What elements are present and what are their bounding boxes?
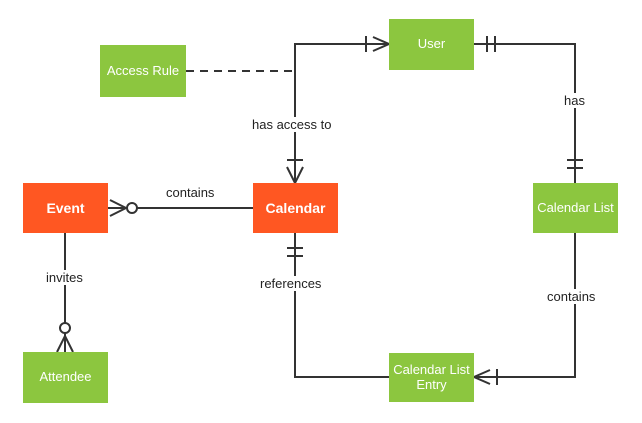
cardinality-exactly-one-user-right (486, 36, 496, 52)
cardinality-zero-or-many-attendee-top (56, 322, 74, 353)
cardinality-exactly-one-calendar-list-top (567, 159, 583, 169)
entity-label-calendar-list: Calendar List (537, 199, 614, 215)
entity-label-access-rule: Access Rule (106, 62, 180, 78)
connector-event-contains-calendar (108, 199, 253, 217)
cardinality-zero-or-many-event-right (109, 199, 138, 217)
connector-user-has-access-to-calendar (286, 36, 392, 186)
entity-calendar-list[interactable]: Calendar List (533, 183, 618, 233)
relationship-label-has: has (561, 93, 588, 108)
connector-user-has-calendar-list (474, 36, 583, 183)
entity-attendee[interactable]: Attendee (23, 352, 108, 403)
entity-user[interactable]: User (389, 19, 474, 70)
entity-label-attendee: Attendee (39, 369, 92, 385)
connector-calendar-list-contains-entry (471, 233, 576, 385)
cardinality-exactly-one-calendar-bottom (287, 247, 303, 257)
relationship-label-has-access-to: has access to (249, 117, 335, 132)
connector-event-invites-attendee (56, 233, 74, 353)
entity-label-event: Event (46, 199, 85, 216)
relationship-label-contains-calendar-list: contains (544, 289, 599, 304)
entity-label-user: User (417, 36, 446, 52)
relationship-label-invites: invites (43, 270, 86, 285)
entity-label-calendar: Calendar (265, 199, 326, 216)
entity-calendar-list-entry[interactable]: Calendar List Entry (389, 353, 474, 402)
relationship-label-references: references (257, 276, 325, 291)
entity-event[interactable]: Event (23, 183, 108, 233)
relationship-label-contains-event-calendar: contains (163, 185, 218, 200)
entity-label-calendar-list-entry: Calendar List Entry (393, 361, 470, 392)
entity-calendar[interactable]: Calendar (253, 183, 338, 233)
cardinality-one-or-many-entry-right (471, 369, 498, 385)
entity-access-rule[interactable]: Access Rule (100, 45, 186, 97)
connector-calendar-references-entry (287, 233, 389, 378)
